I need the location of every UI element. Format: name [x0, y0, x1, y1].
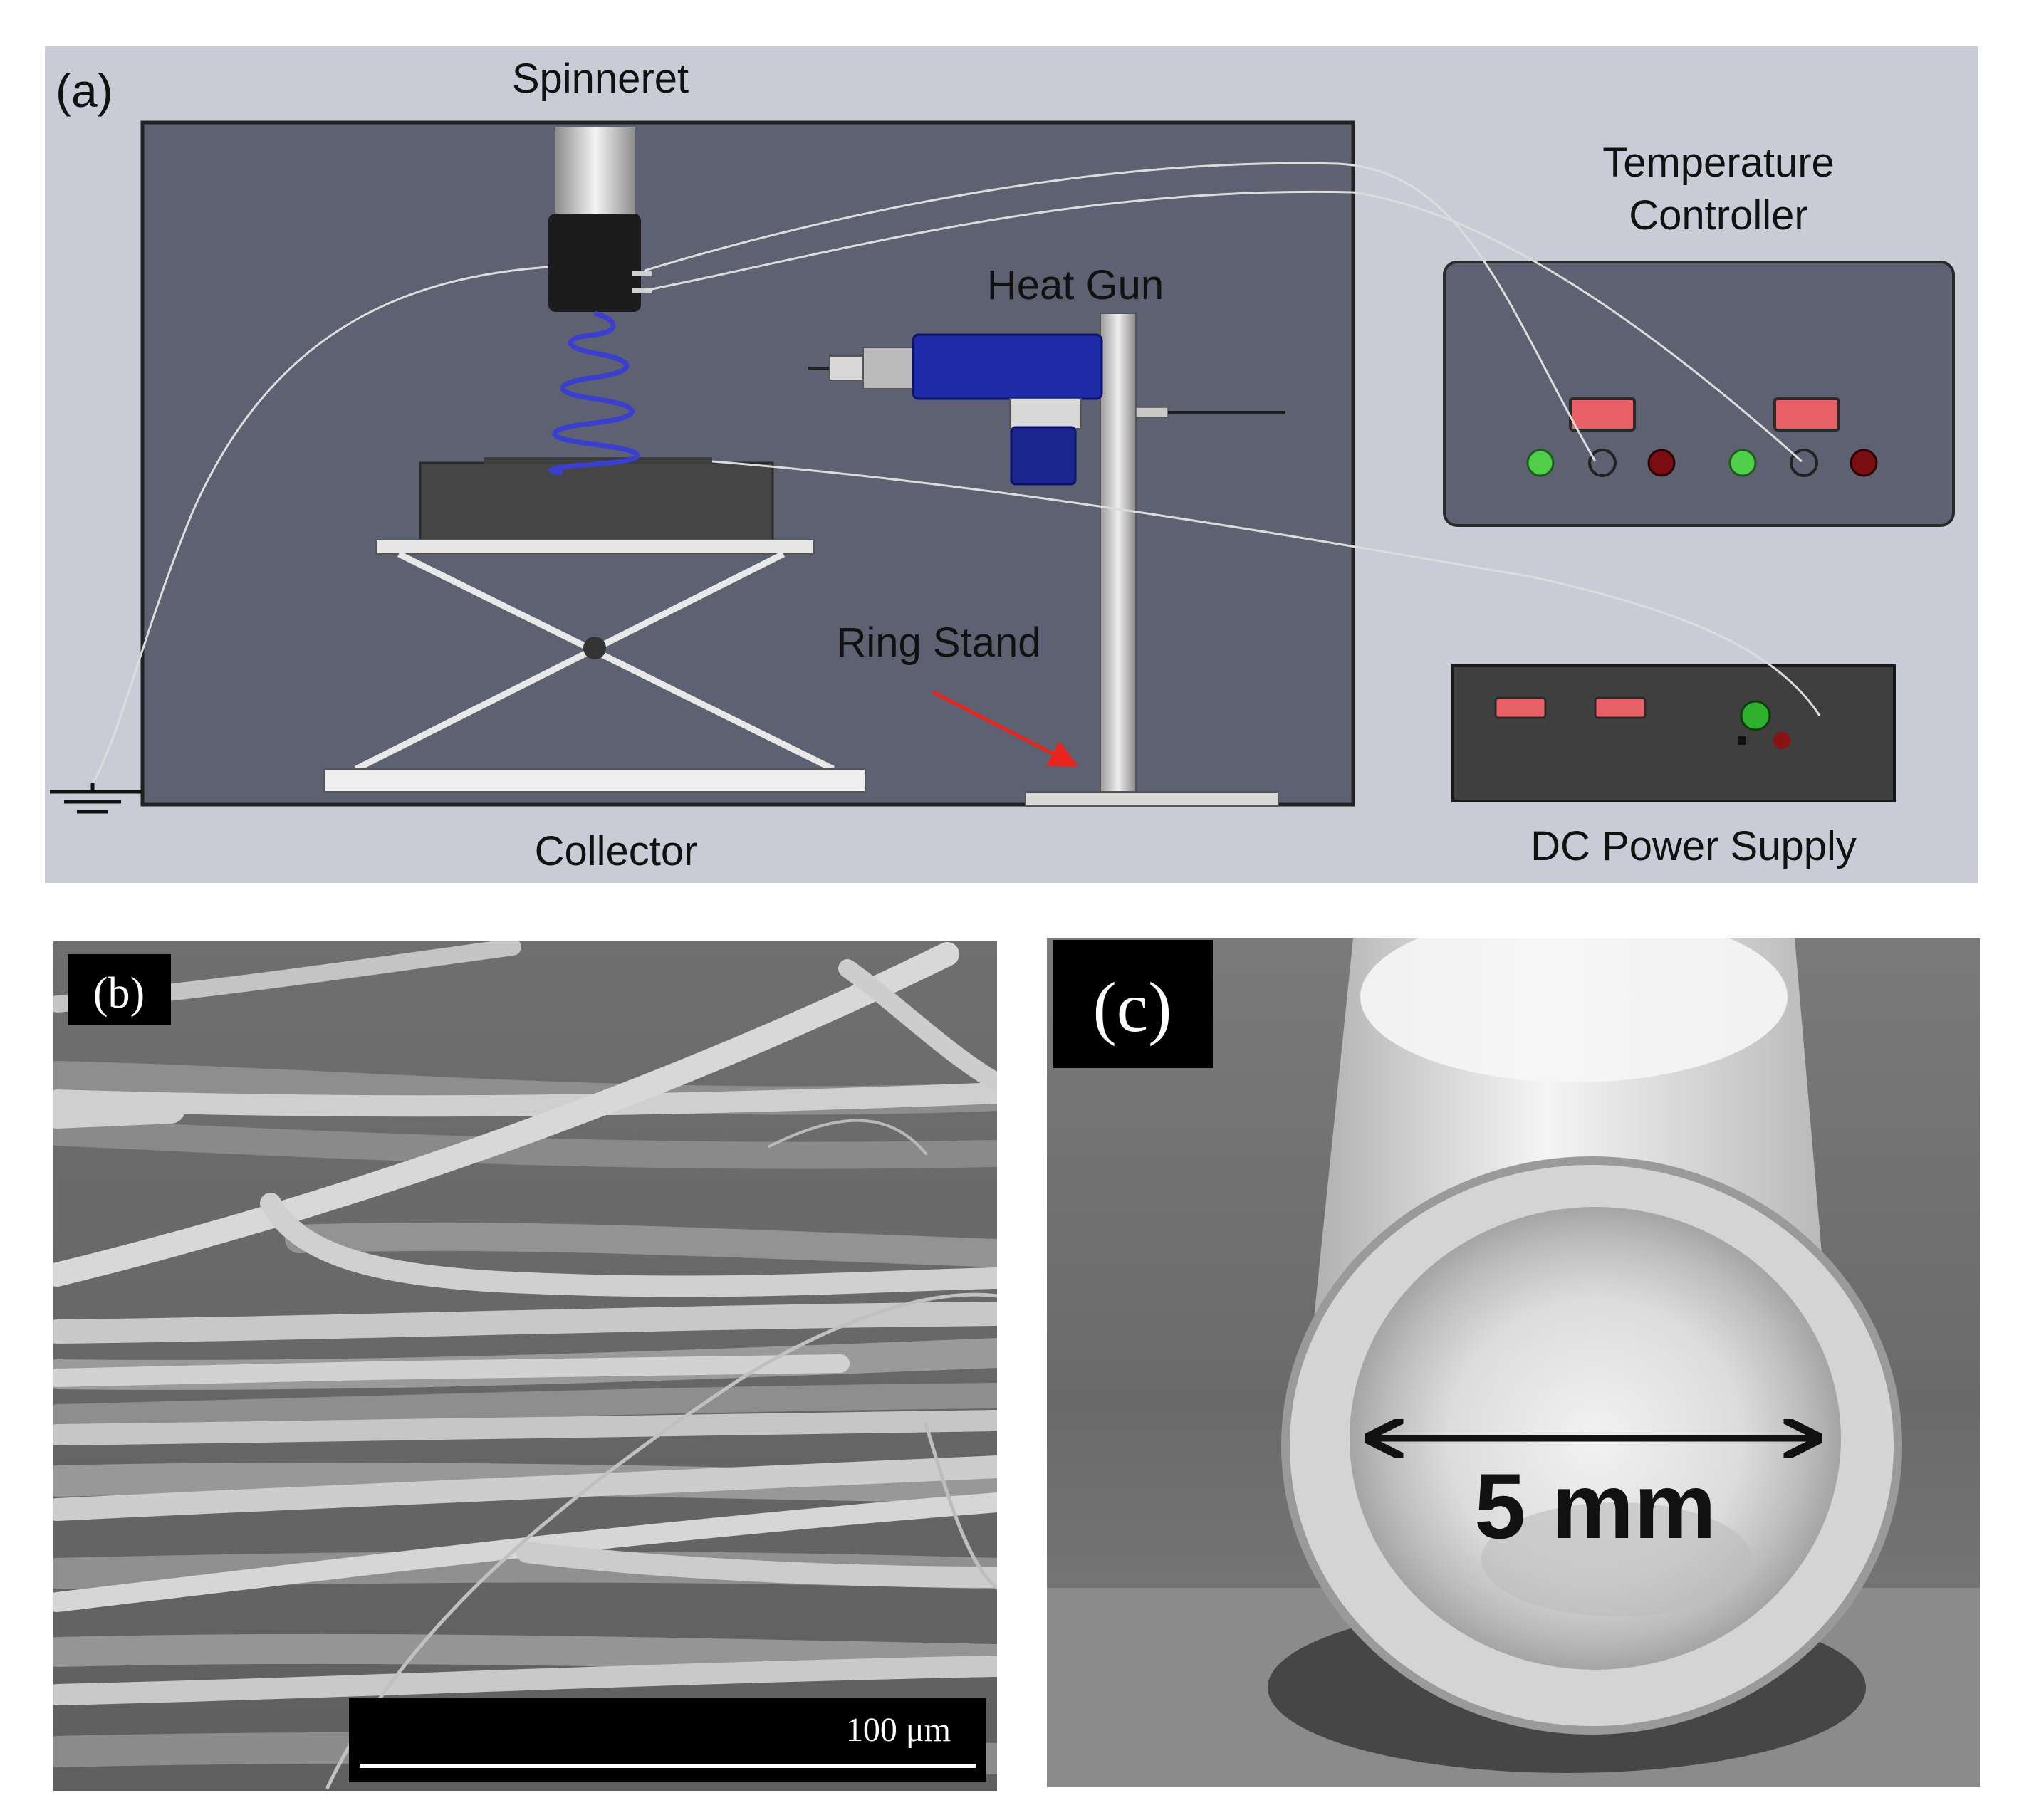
panel-a-tag: (a): [56, 64, 113, 117]
jack-pivot: [583, 637, 606, 659]
heat-gun-label: Heat Gun: [987, 262, 1164, 308]
panel-c-tag: (c): [1093, 968, 1172, 1047]
ring-stand-arrow: [932, 690, 1078, 767]
jack-top-bar: [375, 539, 815, 555]
heat-gun: [808, 333, 1103, 486]
spinneret: [548, 127, 652, 312]
scale-bar-label: 100 μm: [846, 1711, 951, 1749]
panel-c-photo: 5 mm (c): [1047, 938, 1980, 1787]
ground-symbol: [50, 783, 142, 814]
scale-bar-box: [349, 1698, 986, 1782]
panel-a-schematic: (a) Spinneret Temperature Controller Hea…: [45, 46, 1978, 883]
dc-power-supply: [1451, 664, 1896, 802]
jack-base: [323, 768, 866, 793]
fiber-jet-coil: [548, 310, 640, 476]
panel-b-sem-image: 100 μm (b): [53, 941, 997, 1791]
wires: [91, 162, 1821, 784]
ring-stand: [1025, 313, 1285, 807]
collector-plate: [419, 461, 774, 543]
temperature-controller: [1443, 261, 1955, 527]
measurement-label: 5 mm: [1474, 1454, 1716, 1558]
dc-power-supply-label: DC Power Supply: [1530, 823, 1857, 869]
spinneret-label: Spinneret: [512, 56, 689, 102]
panel-b-tag: (b): [93, 969, 145, 1018]
collector-label: Collector: [535, 828, 698, 874]
panel-c-tag-box: [1053, 940, 1213, 1068]
panel-b-tag-box: [68, 954, 171, 1025]
ring-stand-label: Ring Stand: [837, 619, 1041, 666]
fibers: [53, 941, 997, 1789]
temperature-controller-label-line2: Controller: [1629, 192, 1807, 239]
temperature-controller-label-line1: Temperature: [1602, 140, 1835, 186]
